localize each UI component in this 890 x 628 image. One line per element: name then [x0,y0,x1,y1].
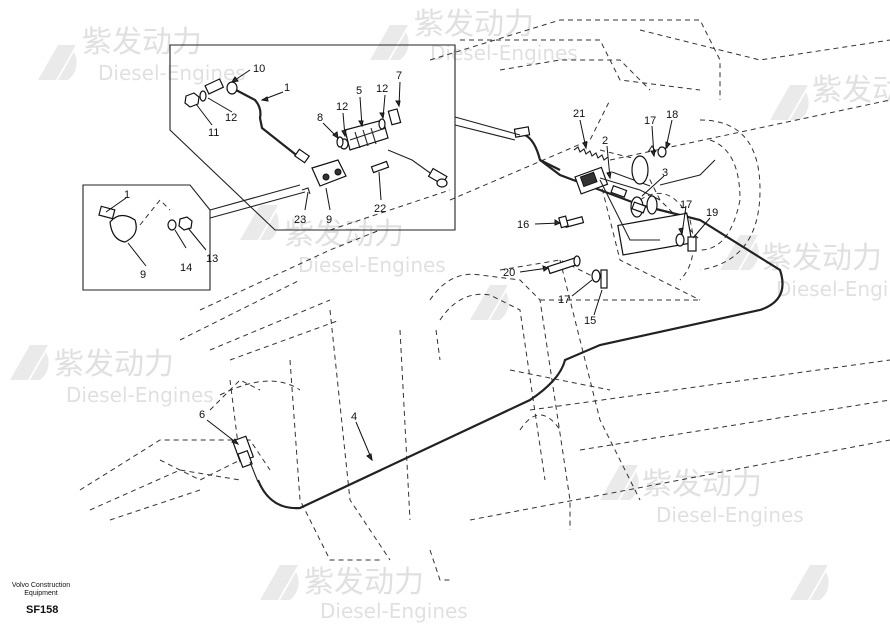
callout-5: 5 [356,85,362,97]
control-cable [256,134,784,510]
watermark-en: Diesel-Engines [298,253,446,277]
callout-20: 20 [503,267,515,279]
callout-12: 12 [225,112,237,124]
watermark-cn: 紫发动力 [54,347,174,382]
watermark-en: Diesel-Engines [656,503,804,527]
callout-21: 21 [573,108,585,120]
leader-lines [105,69,711,462]
sensor-part-6 [231,435,259,483]
callout-1: 1 [284,82,290,94]
watermark-en: Diesel-Engines [66,383,214,407]
callout-12: 12 [376,83,388,95]
watermark-logo-icon [790,565,829,600]
watermark-logo-icon [10,345,49,380]
callout-14: 14 [180,262,192,274]
callout-18: 18 [666,109,678,121]
callout-9: 9 [326,214,332,226]
watermark-en: Diesel-Engines [776,277,890,301]
detail-inset-main [169,44,521,231]
clip-17-18 [647,145,667,158]
callout-12: 12 [336,101,348,113]
watermark-logo-icon [600,465,639,500]
machine-outline [79,19,890,581]
watermark-logo-icon [240,205,279,240]
pin-20 [547,255,581,275]
watermark-cn: 紫发动力 [642,467,762,502]
callout-8: 8 [317,112,323,124]
callout-11: 11 [208,127,219,139]
callout-17: 17 [680,199,692,211]
brand-line-1: Volvo Construction [11,582,71,589]
callout-23: 23 [294,214,306,226]
footer-branding: Volvo Construction Equipment SF158 [10,582,72,616]
watermark-en: Diesel-Engines [98,61,246,85]
callout-22: 22 [374,203,386,215]
callout-19: 19 [706,207,718,219]
watermark-cn: 紫发动力 [304,565,424,600]
watermark-logo-icon [370,25,409,60]
callout-labels: 10 1 11 12 8 12 5 12 7 23 9 22 1 9 14 13… [124,63,718,423]
watermark-logo-icon [470,285,509,320]
bolt-19 [675,233,697,252]
callout-3: 3 [662,167,668,179]
washer-pin-15 [591,269,608,289]
bolt-16 [558,215,585,229]
bracket [599,179,660,241]
callout-4: 4 [351,411,357,423]
watermark-cn: 紫发动力 [414,7,534,42]
callout-7: 7 [396,70,402,82]
diagram-code: SF158 [26,604,59,616]
brand-line-2: Equipment [24,590,58,597]
callout-17: 17 [644,115,656,127]
watermark-en: Diesel-Engines [320,599,468,623]
cable-upper-section [539,159,561,171]
watermark-logo-icon [770,85,809,120]
watermark-logo-icon [260,565,299,600]
callout-6: 6 [199,409,205,421]
watermark-logo-icon [38,45,77,80]
watermark-layer: 紫发动力 Diesel-Engines 紫发动力 Diesel-Engines … [10,7,890,623]
watermark-cn: 紫发动力 [284,217,404,252]
callout-2: 2 [602,135,608,147]
callout-1: 1 [124,189,130,201]
watermark-cn: 紫发动力 [762,241,882,276]
detail-inset-left [82,184,306,291]
callout-15: 15 [584,315,596,327]
watermark-cn: 紫发动力 [812,73,890,108]
callout-16: 16 [517,219,529,231]
callout-10: 10 [253,63,265,75]
watermark-cn: 紫发动力 [82,25,202,60]
callout-9: 9 [140,269,146,281]
callout-13: 13 [206,253,218,265]
callout-17: 17 [558,294,570,306]
spring-part [573,146,609,161]
